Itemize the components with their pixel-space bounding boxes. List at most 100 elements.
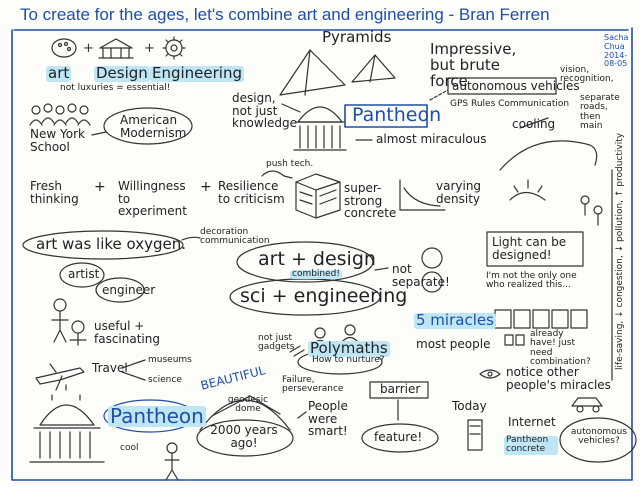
barrier-label: barrier [380,382,421,396]
light-designed-box [486,231,584,267]
connector-line [91,131,107,136]
travel-label: Travel [92,361,128,375]
art-label: art [46,64,72,82]
autonomous-box [447,77,557,95]
today-label: Today [452,399,487,413]
willingness-note: Willingness to experiment [118,179,187,219]
eye-drawing [479,369,501,379]
travel-branches [121,359,146,381]
art-oxygen-note: art was like oxygen. [36,235,187,253]
pantheon-temple-drawing [293,106,347,151]
art-design-ellipse [236,241,374,283]
most-people-note: most people [416,337,491,351]
autonomous-cloud [559,417,637,463]
lamp-drawing [509,179,546,201]
not-separate-note: not separate! [392,262,450,289]
cooling-dome [499,140,598,171]
combined-note: combined! [290,269,342,280]
pantheon-large-label: Pantheon [108,404,206,428]
author-credit: Sacha Chua 2014-08-05 [604,33,629,69]
side-benefits-note: life-saving, ↓ congestion, ↓ pollution, … [615,132,625,370]
pantheon-box-label: Pantheon [352,104,442,126]
feature-label: feature! [374,430,423,444]
push-tech-note: push tech. [266,159,314,169]
circle-b [421,271,443,293]
artist-label: artist [68,267,100,281]
engineering-label: Engineering [150,64,244,82]
pantheon-box [344,104,428,128]
plus-sign-2: + [200,179,212,195]
two-thousand-years-note: 2000 years ago! [210,423,278,450]
concrete-block-drawing [295,173,341,219]
separate-roads-note: separate roads, then main [580,93,620,132]
cooling-arrow [519,117,549,129]
not-just-gadgets-note: not just gadgets [258,333,295,353]
useful-figure [69,320,87,346]
impressive-note: Impressive, but brute force [430,40,517,90]
density-graph [399,179,446,211]
people-smart-note: People were smart! [308,399,348,439]
vision-recognition-note: vision, recognition, [560,65,614,85]
pyramids-label: Pyramids [322,28,392,46]
new-york-school-label: New York School [30,127,85,154]
oxygen-cloud [22,230,184,260]
american-modernism-label: American Modernism [120,113,187,140]
thinker-figure [51,298,69,343]
decoration-note: decoration communication [200,227,270,247]
feature-bubble [361,423,439,453]
gps-rules-note: GPS Rules Communication [450,99,570,109]
svg-text:+: + [83,41,94,56]
car-drawing [571,397,603,413]
autonomous-arrow [429,89,449,101]
how-to-nurture-note: How to nurture? [312,355,385,365]
cool-note: cool [120,443,139,453]
engineer-cloud [95,277,145,303]
miracle-boxes [494,309,588,346]
science-label: science [148,375,182,385]
five-miracles-label: 5 miracles [414,311,496,329]
pointing-hand [261,170,293,179]
artist-cloud [59,262,105,288]
not-only-one-note: I'm not the only one who realized this..… [486,271,577,291]
decoration-connector [181,236,201,241]
varying-density-note: varying density [436,179,482,206]
autonomous-vehicles-label: autonomous vehicles [452,79,580,93]
geodesic-dome-arc [199,399,291,431]
design-building-icon [98,38,134,59]
page-frame [11,27,633,481]
cooling-note: cooling [512,117,556,131]
design-not-knowledge-note: design, not just knowledge [232,91,298,131]
plus-sign-1: + [94,179,106,195]
light-designed-note: Light can be designed! [492,235,567,262]
arrow-to-people [297,411,307,419]
already-have-note: already have! just need combination? [530,329,591,368]
autonomous-question-note: autonomous vehicles? [570,427,628,447]
palette-icon [51,38,77,58]
notice-other-note: notice other people's miracles [506,365,611,392]
years-ago-cloud [196,419,294,457]
design-arrow [281,103,301,113]
failure-perseverance-note: Failure, perseverance [282,375,344,395]
useful-fascinating-note: useful + fascinating [94,319,160,346]
page-title: To create for the ages, let's combine ar… [20,5,550,24]
side-icons [580,195,603,226]
not-separate-arrow [374,267,389,271]
super-strong-concrete-note: super-strong concrete [344,181,397,221]
airplane-drawing [35,363,85,391]
museums-label: museums [148,355,192,365]
geodesic-dome-note: geodesic dome [227,395,269,415]
people-icon [29,103,91,126]
almost-miraculous-note: almost miraculous [376,132,487,146]
design-label: Design [94,64,150,82]
not-luxuries-note: not luxuries = essential! [60,83,171,93]
engineer-label: engineer [102,283,156,297]
polymaths-label: Polymaths [308,339,390,357]
american-modernism-bubble [103,107,193,145]
fresh-thinking-note: Fresh thinking [30,179,79,206]
barrier-box [369,381,429,399]
internet-label: Internet [508,415,556,429]
today-figure [467,419,483,451]
pyramids-drawing [279,49,396,96]
